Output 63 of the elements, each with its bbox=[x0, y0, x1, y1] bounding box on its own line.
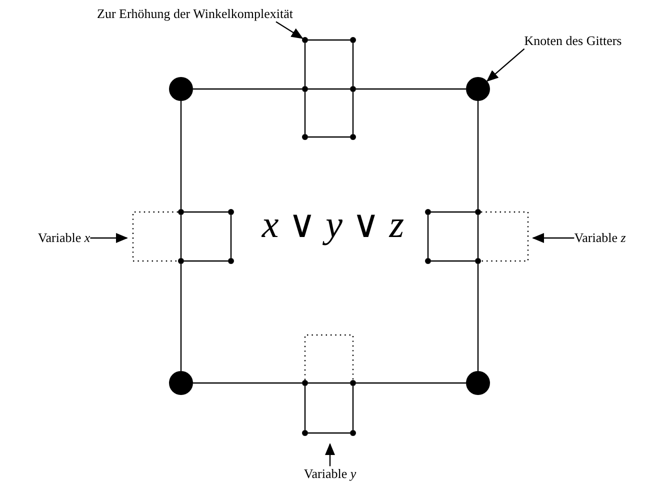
dotted-edge bbox=[304, 334, 354, 380]
arrow bbox=[532, 233, 574, 243]
graph-edge bbox=[308, 39, 350, 41]
junction-dot bbox=[350, 86, 356, 92]
junction-dot bbox=[302, 430, 308, 436]
junction-dot bbox=[475, 258, 481, 264]
junction-dot bbox=[350, 380, 356, 386]
graph-edge bbox=[431, 211, 475, 213]
annotation-label: Variable x bbox=[38, 230, 90, 246]
graph-edge bbox=[477, 215, 479, 258]
junction-dot bbox=[228, 258, 234, 264]
junction-dot bbox=[302, 380, 308, 386]
graph-edge bbox=[352, 386, 354, 430]
graph-edge bbox=[477, 101, 479, 209]
graph-edge bbox=[304, 386, 306, 430]
graph-edge bbox=[352, 43, 354, 86]
formula-label: x ∨ y ∨ z bbox=[262, 205, 404, 247]
junction-dot bbox=[425, 258, 431, 264]
arrow bbox=[276, 21, 304, 39]
junction-dot bbox=[475, 209, 481, 215]
junction-dot bbox=[178, 209, 184, 215]
grid-node bbox=[466, 77, 490, 101]
junction-dot bbox=[302, 134, 308, 140]
dotted-edge bbox=[481, 211, 529, 262]
junction-dot bbox=[302, 86, 308, 92]
junction-dot bbox=[228, 209, 234, 215]
grid-node bbox=[466, 371, 490, 395]
grid-node bbox=[169, 77, 193, 101]
annotation-label: Variable y bbox=[304, 466, 356, 482]
graph-edge bbox=[193, 382, 302, 384]
arrow bbox=[90, 233, 128, 243]
graph-edge bbox=[431, 260, 475, 262]
graph-edge bbox=[180, 264, 182, 371]
junction-dot bbox=[302, 37, 308, 43]
annotation-label: Knoten des Gitters bbox=[524, 33, 622, 49]
junction-dot bbox=[350, 37, 356, 43]
graph-edge bbox=[184, 260, 228, 262]
graph-edge bbox=[356, 382, 466, 384]
graph-edge bbox=[304, 92, 306, 134]
annotation-label: Variable z bbox=[574, 230, 626, 246]
dotted-edge bbox=[132, 211, 178, 262]
graph-edge bbox=[304, 43, 306, 86]
graph-edge bbox=[308, 136, 350, 138]
junction-dot bbox=[425, 209, 431, 215]
graph-edge bbox=[184, 211, 228, 213]
junction-dot bbox=[350, 134, 356, 140]
graph-edge bbox=[427, 215, 429, 258]
graph-edge bbox=[308, 382, 350, 384]
annotation-label: Zur Erhöhung der Winkelkomplexität bbox=[97, 6, 293, 22]
graph-edge bbox=[308, 432, 350, 434]
graph-edge bbox=[193, 88, 302, 90]
graph-edge bbox=[308, 88, 350, 90]
arrow bbox=[325, 443, 335, 466]
junction-dot bbox=[350, 430, 356, 436]
graph-edge bbox=[356, 88, 466, 90]
arrow bbox=[486, 48, 525, 82]
graph-edge bbox=[180, 101, 182, 209]
graph-edge bbox=[230, 215, 232, 258]
graph-edge bbox=[352, 92, 354, 134]
graph-edge bbox=[477, 264, 479, 371]
graph-edge bbox=[180, 215, 182, 258]
grid-node bbox=[169, 371, 193, 395]
junction-dot bbox=[178, 258, 184, 264]
